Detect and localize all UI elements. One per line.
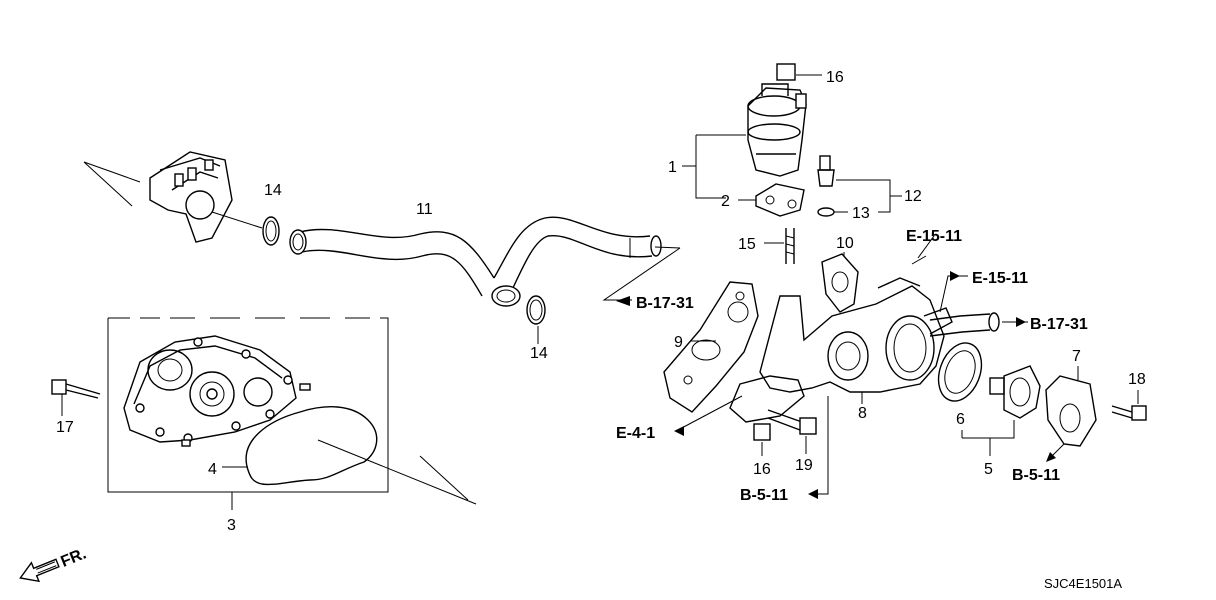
- washer-13: [817, 207, 848, 217]
- water-pump-box: [107, 317, 389, 510]
- callout-12: 12: [904, 188, 922, 205]
- gasket-9: [663, 281, 759, 413]
- gasket-2: [738, 183, 805, 217]
- callout-17: 17: [56, 419, 74, 436]
- bolt-17: [51, 379, 101, 416]
- callout-2: 2: [721, 193, 730, 210]
- ref-b17-31-right: B-17-31: [1030, 316, 1088, 333]
- bolt-19: [767, 409, 817, 454]
- callout-6: 6: [956, 411, 965, 428]
- callout-10: 10: [836, 235, 854, 252]
- o-ring-14-left: [211, 211, 280, 246]
- stud-bolt-15: [764, 228, 795, 264]
- diagram-code: SJC4E1501A: [1044, 576, 1122, 591]
- callout-16b: 16: [753, 461, 771, 478]
- callout-14b: 14: [530, 345, 548, 362]
- callout-13: 13: [852, 205, 870, 222]
- callout-7: 7: [1072, 348, 1081, 365]
- callout-11: 11: [416, 201, 433, 218]
- callout-labels: 14 11 14 17 4 3 16 1 2 12 13 15 10 9 8 6…: [56, 69, 1146, 534]
- callout-14a: 14: [264, 182, 282, 199]
- reference-labels: B-17-31 E-15-11 E-15-11 B-17-31 E-4-1 B-…: [616, 228, 1088, 504]
- ref-e4-1: E-4-1: [616, 425, 655, 442]
- water-hose-11: [289, 216, 662, 307]
- front-direction-marker: FR.: [19, 545, 89, 583]
- gasket-10: [821, 252, 859, 313]
- ref-e15-11-top: E-15-11: [906, 228, 962, 245]
- callout-19: 19: [795, 457, 813, 474]
- thermostat-housing-8: [729, 255, 953, 423]
- engine-flange-part: [83, 151, 233, 243]
- callout-4: 4: [208, 461, 217, 478]
- callout-5: 5: [984, 461, 993, 478]
- temp-sensor-12: [817, 155, 902, 213]
- water-pump-part: [123, 335, 311, 447]
- bolt-18: [1111, 390, 1147, 421]
- callout-9: 9: [674, 334, 683, 351]
- callout-1: 1: [668, 159, 677, 176]
- outlet-pipe: [929, 312, 1028, 337]
- ref-b5-11-bottom: B-5-11: [740, 487, 788, 504]
- gasket-4: [222, 406, 477, 505]
- egr-valve-part: [682, 63, 822, 199]
- callout-15: 15: [738, 236, 756, 253]
- callout-16a: 16: [826, 69, 844, 86]
- ref-b5-11-right: B-5-11: [1012, 467, 1060, 484]
- o-ring-14-right: [526, 295, 546, 344]
- thermostat-5: [989, 365, 1041, 419]
- nut-16-lower: [753, 423, 771, 456]
- ref-b17-31-left: B-17-31: [636, 295, 694, 312]
- callout-18: 18: [1128, 371, 1146, 388]
- callout-3: 3: [227, 517, 236, 534]
- callout-8: 8: [858, 405, 867, 422]
- ref-e15-11-right: E-15-11: [972, 270, 1028, 287]
- front-marker-label: FR.: [59, 545, 89, 570]
- gasket-6: [937, 342, 1015, 456]
- thermostat-cover-7: [1045, 366, 1097, 457]
